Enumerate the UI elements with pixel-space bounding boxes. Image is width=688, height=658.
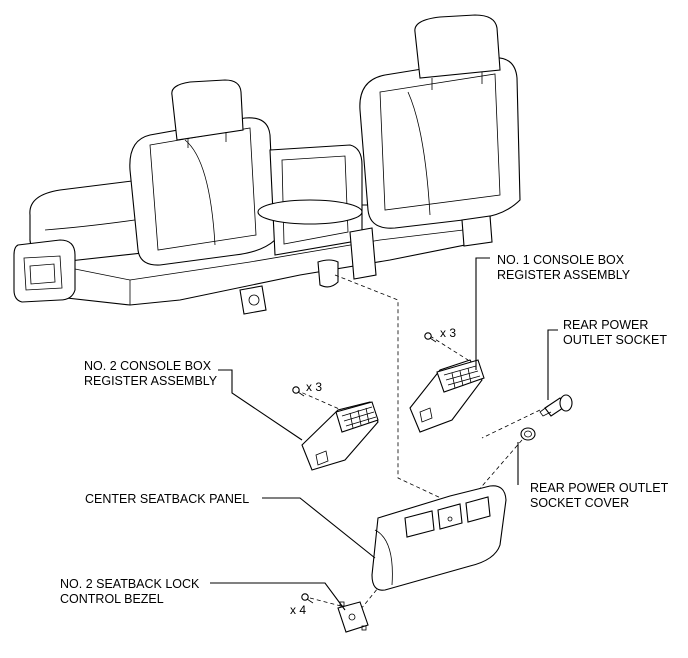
center-seatback-panel-part: [371, 485, 507, 591]
rear-seat-assembly: [13, 14, 521, 315]
no2-console-box-register-label-1: NO. 2 CONSOLE BOX: [84, 359, 212, 373]
no1-console-box-register-label-2: REGISTER ASSEMBLY: [497, 268, 631, 282]
rear-power-outlet-socket-part: [539, 394, 573, 417]
no2-console-box-register-label-2: REGISTER ASSEMBLY: [84, 374, 218, 388]
screw-icon-no1: [424, 332, 437, 343]
center-seatback-panel-label: CENTER SEATBACK PANEL: [85, 492, 249, 506]
no2-console-box-register-part: [301, 401, 379, 471]
no2-register-screw-qty: x 3: [306, 380, 322, 394]
no2-seatback-lock-bezel-label-1: NO. 2 SEATBACK LOCK: [60, 577, 200, 591]
leader-lines: [210, 257, 558, 611]
screw-icon-bezel: [301, 593, 314, 604]
no1-console-box-register-label-1: NO. 1 CONSOLE BOX: [497, 253, 625, 267]
rear-power-outlet-cover-label-1: REAR POWER OUTLET: [530, 481, 669, 495]
rear-power-outlet-cover-part: [520, 427, 536, 441]
no2-seatback-lock-bezel-part: [337, 601, 369, 633]
no1-console-box-register-part: [409, 359, 485, 433]
screw-icon-no2: [292, 386, 305, 397]
rear-power-outlet-socket-label-2: OUTLET SOCKET: [563, 333, 667, 347]
rear-power-outlet-socket-label-1: REAR POWER: [563, 318, 648, 332]
bezel-screw-qty: x 4: [290, 603, 306, 617]
rear-power-outlet-cover-label-2: SOCKET COVER: [530, 496, 629, 510]
no1-register-screw-qty: x 3: [440, 326, 456, 340]
no2-seatback-lock-bezel-label-2: CONTROL BEZEL: [60, 592, 164, 606]
